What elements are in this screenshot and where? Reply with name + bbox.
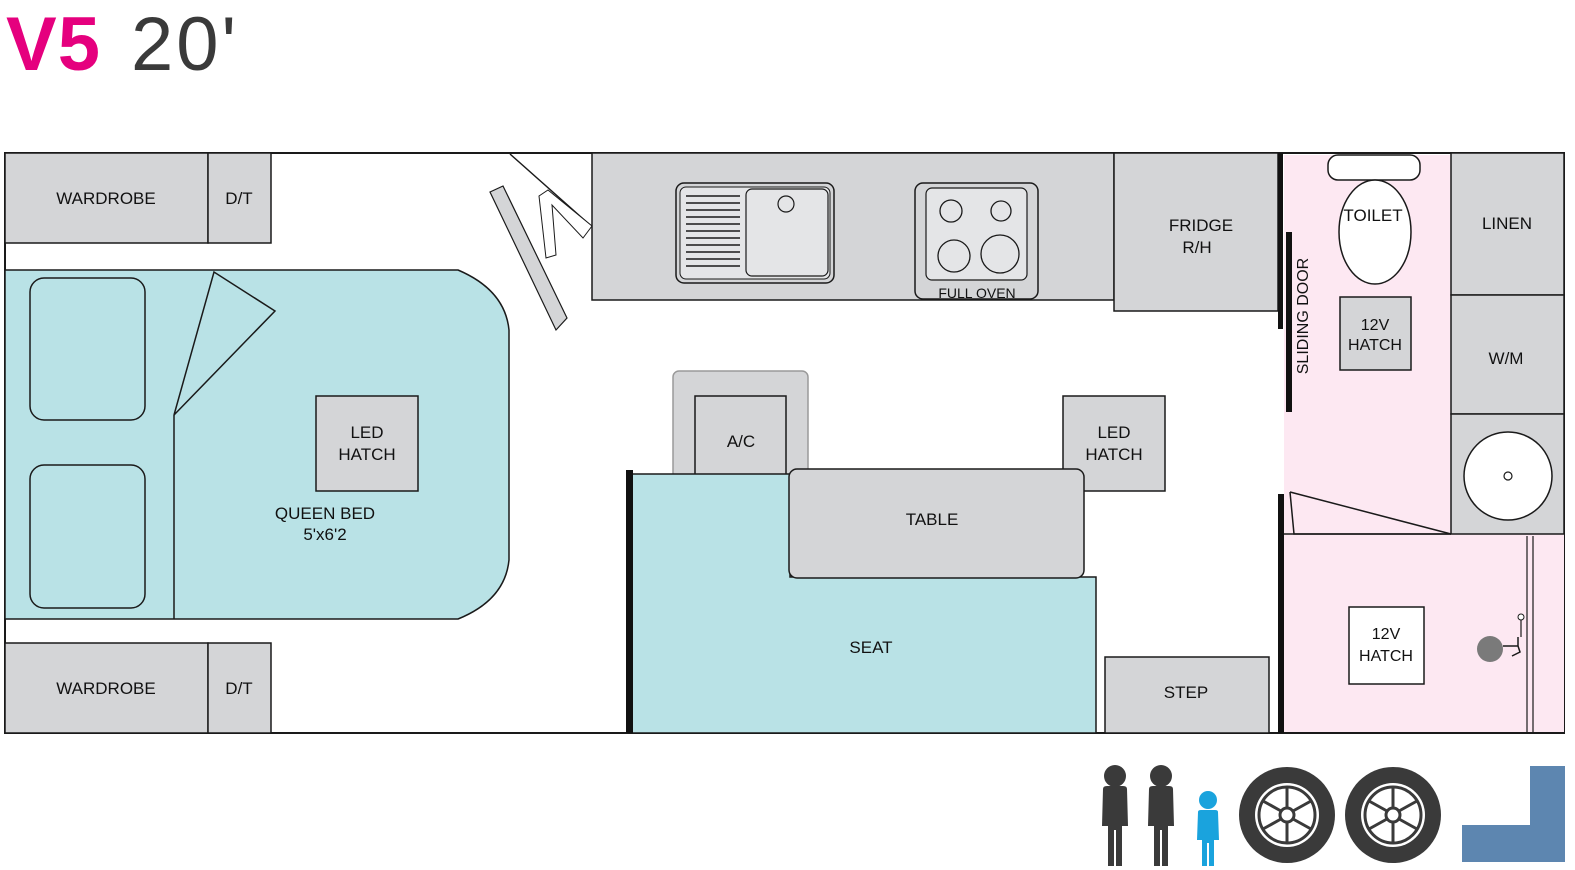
shower-screen [1526,536,1534,732]
pillow-icon [29,277,146,421]
air-conditioner: A/C [672,370,809,480]
fridge-line1: FRIDGE [1169,216,1233,235]
wardrobe-top-label: WARDROBE [56,189,156,208]
dinette-hatch-line2: HATCH [1085,445,1142,464]
wardrobe-bottom: WARDROBE [4,642,209,734]
dt-bottom: D/T [207,642,272,734]
linen-label: LINEN [1482,214,1532,233]
oven-label: FULL OVEN [938,285,1015,301]
dinette-table: TABLE [788,468,1085,579]
queen-bed: QUEEN BED 5'x6'2 [4,269,510,620]
sliding-door-label: SLIDING DOOR [1295,258,1312,374]
table-label: TABLE [906,510,959,529]
toilet-icon: TOILET [1327,154,1421,285]
ensuite-wall [1278,494,1284,733]
ensuite-12v-hatch: 12V HATCH [1339,296,1412,371]
bed-led-hatch: LED HATCH [315,395,419,492]
model-length: 20' [130,2,240,87]
bed-hatch-line1: LED [350,423,383,442]
dt-top-label: D/T [225,189,252,208]
tyre-icon [1239,767,1335,863]
fridge: FRIDGE R/H [1113,152,1279,312]
shower-hatch-line2: HATCH [1359,648,1413,665]
ac-label: A/C [727,432,755,451]
adult-person-icon [1148,765,1174,866]
step-label: STEP [1164,683,1208,702]
fridge-line2: R/H [1182,238,1211,257]
dt-top: D/T [207,152,272,244]
model-title: V5 20' [6,0,239,90]
folded-sheet-icon [173,270,277,416]
wardrobe-bottom-label: WARDROBE [56,679,156,698]
sink-icon [675,182,835,284]
toilet-label: TOILET [1343,206,1402,225]
dinette-seat: SEAT [626,470,1097,734]
bed-hatch-line2: HATCH [338,445,395,464]
bedroom-door [489,153,593,332]
model-name: V5 [6,2,101,87]
child-person-icon [1197,791,1219,866]
dinette-hatch-line1: LED [1097,423,1130,442]
wm-label: W/M [1489,349,1524,368]
pillow-icon [29,464,146,609]
l-shape-layout-icon [1462,766,1565,862]
basin-icon [1450,413,1565,535]
shower-12v-hatch: 12V HATCH [1348,606,1425,685]
bed-label: QUEEN BED [275,504,375,523]
bed-size: 5'x6'2 [303,525,346,544]
entry-step: STEP [1104,656,1270,734]
ensuite-hatch-line2: HATCH [1348,337,1402,354]
sliding-door: SLIDING DOOR [1278,153,1312,412]
ensuite-hatch-line1: 12V [1361,317,1390,334]
wardrobe-top: WARDROBE [4,152,209,244]
linen-cupboard: LINEN [1450,152,1565,296]
seat-label: SEAT [849,638,892,657]
shower-head-icon [1477,613,1525,662]
tyre-icon [1345,767,1441,863]
washing-machine: W/M [1450,294,1565,415]
dt-bottom-label: D/T [225,679,252,698]
cooktop-icon: FULL OVEN [914,182,1039,301]
adult-person-icon [1102,765,1128,866]
shower-hatch-line1: 12V [1372,626,1401,643]
